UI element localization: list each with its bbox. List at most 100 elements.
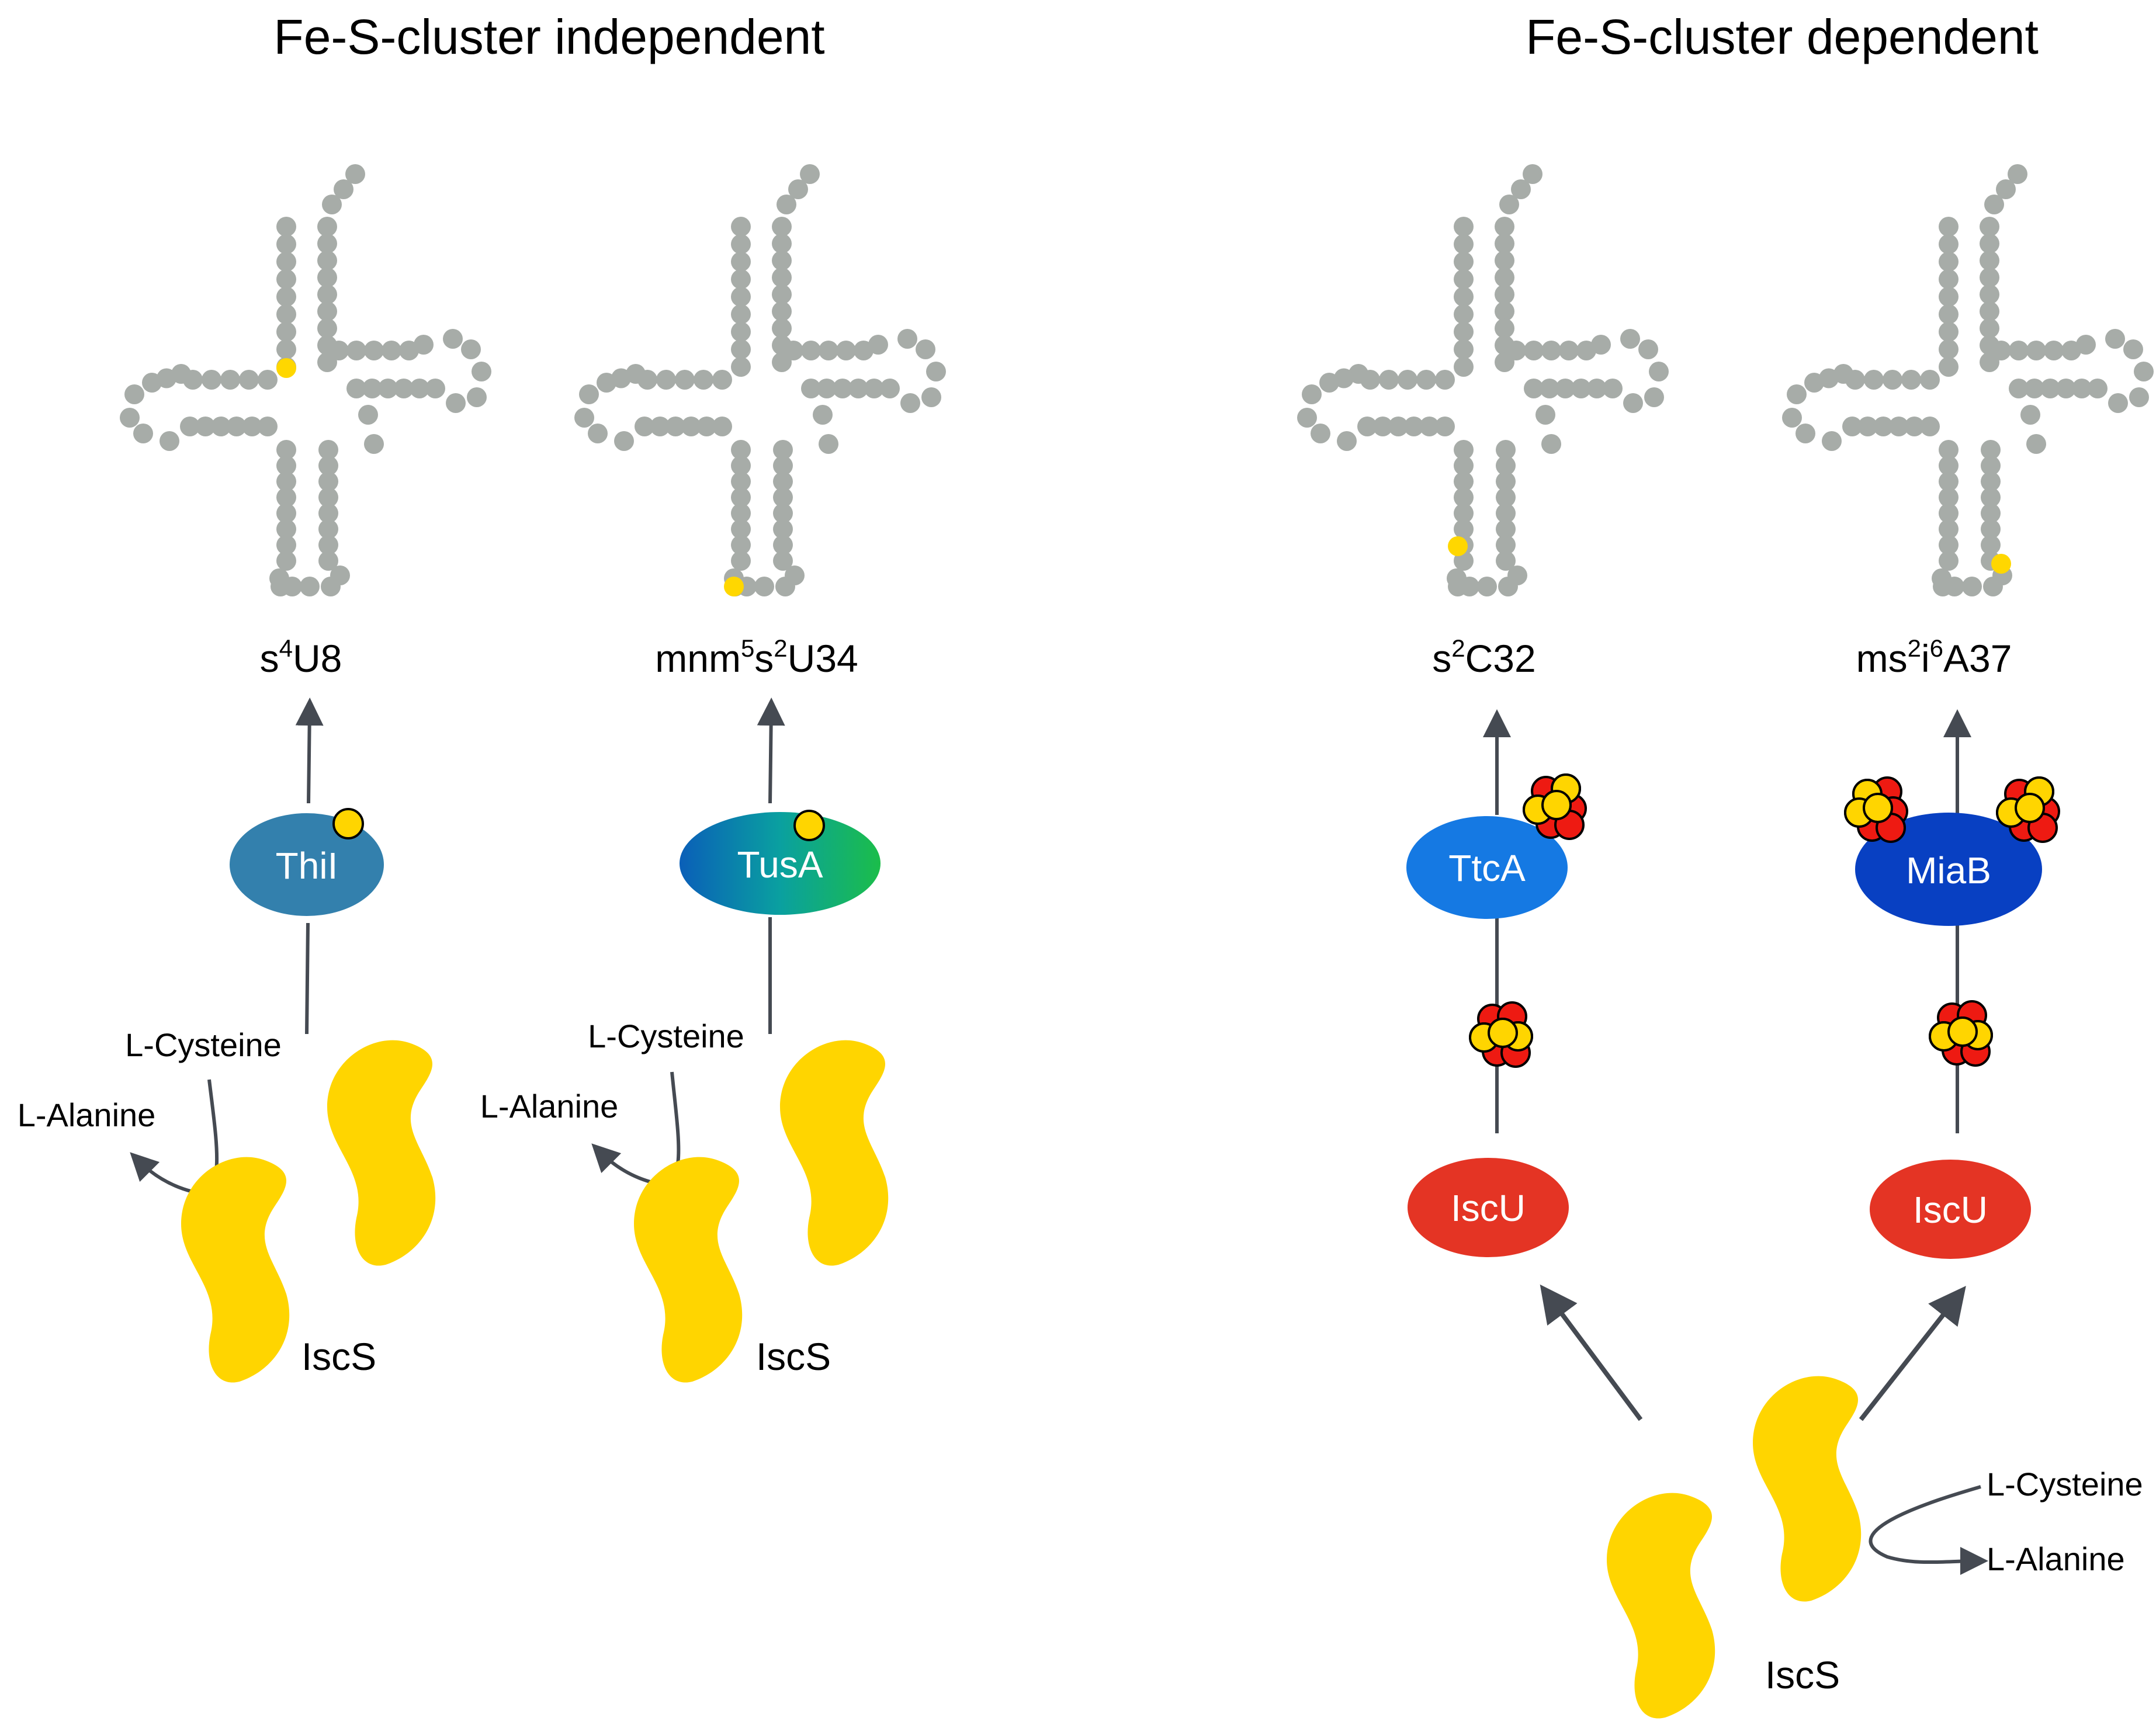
iscs-enzyme-shape — [181, 1040, 436, 1383]
trna-nucleotide — [2105, 329, 2125, 349]
trna-nucleotide — [1337, 431, 1357, 451]
trna-nucleotide — [1297, 408, 1317, 428]
trna-nucleotide — [318, 440, 338, 460]
modified-nucleotide — [276, 358, 296, 378]
trna-nucleotide — [1873, 417, 1894, 436]
arrow-tusa-to-mnm5s2u34 — [757, 698, 785, 804]
ttca-enzyme — [1406, 816, 1568, 919]
trna-nucleotide — [318, 456, 338, 476]
modified-nucleotide — [724, 577, 744, 596]
trna-nucleotide — [1454, 287, 1474, 307]
trna-nucleotide — [1416, 370, 1436, 390]
trna-nucleotide — [772, 251, 792, 270]
trna-nucleotide — [1496, 471, 1516, 492]
trna-nucleotide — [836, 341, 856, 360]
trna-nucleotide — [1603, 379, 1623, 398]
trna-nucleotide — [1506, 341, 1526, 360]
trna-nucleotide — [2044, 341, 2064, 360]
trna-nucleotide — [1980, 234, 1999, 254]
trna-nucleotide — [425, 379, 445, 398]
trna-nucleotide — [258, 370, 278, 390]
trna-nucleotide — [819, 341, 838, 360]
trna-nucleotide — [1980, 318, 1999, 338]
trna-nucleotide — [1454, 269, 1474, 289]
trna-nucleotide — [574, 408, 594, 428]
trna-nucleotide — [813, 405, 833, 425]
trna-nucleotide — [1435, 417, 1455, 436]
trna-nucleotide — [276, 339, 296, 359]
trna-nucleotide — [1357, 417, 1377, 436]
trna-nucleotide — [1857, 417, 1878, 436]
trna-nucleotide — [1495, 301, 1514, 321]
trna-nucleotide — [345, 164, 365, 184]
trna-nucleotide — [1454, 440, 1474, 460]
trna-nucleotide — [446, 393, 466, 413]
trna-nucleotide — [579, 384, 599, 404]
trna-nucleotide — [731, 269, 751, 289]
arrow-thil-to-s4u8 — [295, 698, 324, 804]
trna-nucleotide — [461, 339, 481, 359]
trna-nucleotide — [1939, 304, 1959, 324]
trna-cloverleaf-mnm5s2u34 — [574, 164, 946, 596]
trna-nucleotide — [276, 456, 296, 476]
trna-nucleotide — [1559, 341, 1579, 360]
trna-nucleotide — [731, 252, 751, 272]
trna-nucleotide — [1981, 487, 2001, 508]
trna-nucleotide — [1638, 339, 1658, 359]
trna-nucleotide — [1388, 417, 1409, 436]
trna-nucleotide — [772, 268, 792, 287]
trna-nucleotide — [318, 503, 338, 523]
trna-nucleotide — [2008, 164, 2027, 184]
trna-nucleotide — [773, 503, 793, 523]
trna-nucleotide — [276, 252, 296, 272]
trna-nucleotide — [1822, 431, 1842, 451]
trna-nucleotide — [1454, 304, 1474, 324]
trna-nucleotide — [276, 471, 296, 492]
trna-nucleotide — [2108, 393, 2128, 413]
trna-nucleotide — [1496, 519, 1516, 539]
modification-label-s4u8: s4U8 — [260, 634, 342, 680]
trna-nucleotide — [1495, 217, 1514, 237]
trna-nucleotide — [788, 179, 808, 199]
alanine-label: L-Alanine — [480, 1088, 619, 1125]
trna-nucleotide — [1403, 417, 1424, 436]
trna-nucleotide — [614, 431, 634, 451]
trna-nucleotide — [276, 304, 296, 324]
trna-nucleotide — [346, 379, 366, 398]
trna-nucleotide — [926, 362, 946, 381]
trna-nucleotide — [1804, 373, 1824, 393]
modification-label-mnm5s2u34: mnm5s2U34 — [655, 634, 858, 680]
trna-nucleotide — [317, 251, 337, 270]
trna-nucleotide — [1623, 393, 1643, 413]
trna-nucleotide — [773, 487, 793, 508]
trna-nucleotide — [317, 301, 337, 321]
trna-nucleotide — [318, 535, 338, 555]
trna-nucleotide — [817, 379, 837, 398]
sulfur-atom-icon — [1488, 1018, 1518, 1048]
trna-nucleotide — [772, 301, 792, 321]
trna-nucleotide — [635, 417, 654, 436]
trna-nucleotide — [1454, 252, 1474, 272]
tusa-enzyme — [680, 812, 881, 915]
trna-nucleotide — [258, 417, 278, 436]
trna-nucleotide — [2009, 341, 2029, 360]
trna-nucleotide — [1996, 179, 2016, 199]
alanine-label: L-Alanine — [1987, 1540, 2125, 1577]
trna-nucleotide — [1454, 322, 1474, 342]
iscu-enzyme — [1408, 1158, 1569, 1257]
trna-nucleotide — [1644, 387, 1664, 407]
trna-nucleotide — [1571, 379, 1591, 398]
trna-nucleotide — [364, 341, 384, 360]
trna-cloverleaf-s4u8 — [120, 164, 491, 596]
trna-nucleotide — [773, 535, 793, 555]
modification-label-ms2i6a37: ms2i6A37 — [1856, 634, 2012, 680]
trna-nucleotide — [1939, 487, 1959, 508]
trna-nucleotide — [731, 456, 751, 476]
trna-nucleotide — [1991, 341, 2011, 360]
trna-nucleotide — [317, 217, 337, 237]
trna-nucleotide — [1523, 164, 1543, 184]
trna-nucleotide — [1649, 362, 1669, 381]
trna-nucleotide — [276, 519, 296, 539]
arrow-iscs-to-iscu-right — [1859, 1286, 1966, 1421]
